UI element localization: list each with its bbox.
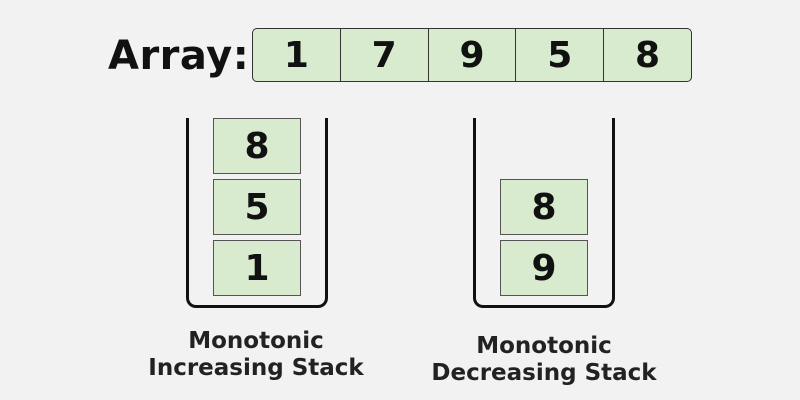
array-cell: 9 <box>429 29 517 81</box>
caption-line: Decreasing Stack <box>431 360 657 386</box>
array-cell: 7 <box>341 29 429 81</box>
stack-item: 5 <box>213 179 301 235</box>
caption-line: Monotonic <box>476 333 612 359</box>
array-cell: 1 <box>253 29 341 81</box>
stack-item: 8 <box>213 118 301 174</box>
array-row: 1 7 9 5 8 <box>252 28 692 82</box>
decreasing-stack-caption: Monotonic Decreasing Stack <box>414 333 674 387</box>
stack-item: 9 <box>500 240 588 296</box>
decreasing-stack-items: 8 9 <box>476 179 612 296</box>
decreasing-stack-container: 8 9 <box>473 118 615 308</box>
caption-line: Increasing Stack <box>148 355 364 381</box>
increasing-stack-items: 8 5 1 <box>189 118 325 296</box>
increasing-stack-caption: Monotonic Increasing Stack <box>126 328 386 382</box>
array-cell: 5 <box>516 29 605 81</box>
array-label: Array: <box>108 33 250 79</box>
stack-item: 8 <box>500 179 588 235</box>
stack-item: 1 <box>213 240 301 296</box>
array-cell: 8 <box>635 34 661 76</box>
increasing-stack-container: 8 5 1 <box>186 118 328 308</box>
caption-line: Monotonic <box>188 328 324 354</box>
